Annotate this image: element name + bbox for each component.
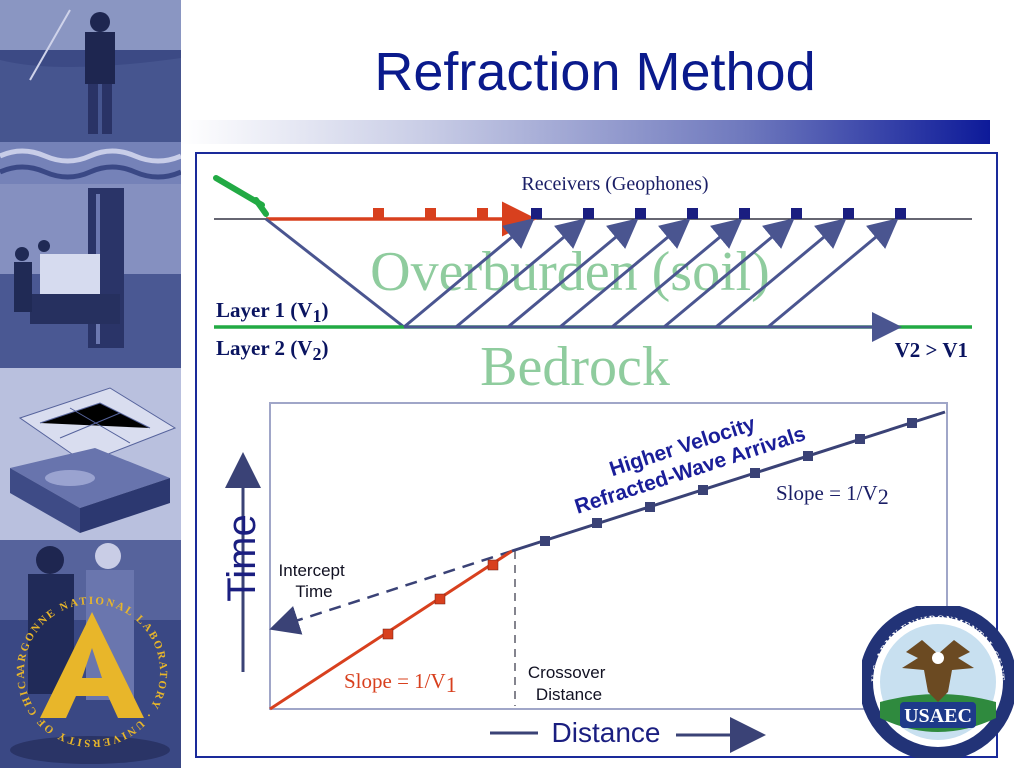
geophone-red <box>425 208 436 219</box>
travel-time-graph-box <box>269 402 948 710</box>
drill-rig-photo <box>0 184 181 368</box>
layer2-label: Layer 2 (V2) <box>216 336 328 364</box>
usaec-badge-text: USAEC <box>904 705 972 727</box>
slope-v1-label: Slope = 1/V1 <box>344 669 457 697</box>
refracted-up-rays <box>403 218 899 329</box>
intercept-extrapolation-line <box>269 549 513 635</box>
layer1-label: Layer 1 (V1) <box>216 298 328 326</box>
pattern-band <box>0 142 181 184</box>
refracted-arrival-line <box>511 410 946 553</box>
3d-map-image <box>0 368 181 540</box>
geophone-blue <box>635 208 646 219</box>
overburden-label: Overburden (soil) <box>370 241 770 303</box>
geophone-blue <box>791 208 802 219</box>
geophone-blue <box>843 208 854 219</box>
geophone-red <box>373 208 384 219</box>
refracted-arrival-point <box>907 418 917 428</box>
geophone-blue <box>531 208 542 219</box>
geophone-blue <box>895 208 906 219</box>
geophone-blue <box>739 208 750 219</box>
refracted-arrival-point <box>698 485 708 495</box>
direct-arrival-points <box>382 559 499 640</box>
direct-arrival-point <box>434 593 446 605</box>
refracted-arrival-point <box>540 536 550 546</box>
usaec-logo: U.S. ARMY ENVIRONMENTAL CENTER USAEC <box>862 606 1014 758</box>
field-photo-geophysicist <box>0 0 181 142</box>
argonne-a-symbol <box>40 612 144 718</box>
slope-v2-label: Slope = 1/V2 <box>776 481 889 509</box>
left-photo-strip <box>0 0 181 768</box>
intercept-time-label: Intercept Time <box>279 561 350 601</box>
receivers-label: Receivers (Geophones) <box>521 173 708 195</box>
researchers-photo <box>0 540 181 768</box>
geophone-receivers <box>373 208 906 219</box>
bedrock-label: Bedrock <box>480 336 670 398</box>
refracted-arrival-points <box>540 418 917 546</box>
title-gradient-bar <box>181 120 990 144</box>
geophone-blue <box>583 208 594 219</box>
eagle-icon <box>902 640 974 702</box>
page-title: Refraction Method <box>374 42 816 102</box>
direct-arrival-point <box>487 559 499 571</box>
direct-arrival-point <box>382 628 394 640</box>
refracted-arrival-point <box>645 502 655 512</box>
argonne-logo: ARGONNE NATIONAL LABORATORY · UNIVERSITY… <box>6 586 167 749</box>
geophone-red <box>477 208 488 219</box>
time-axis-label: Time <box>220 514 264 601</box>
incident-ray <box>265 217 405 329</box>
refracted-arrival-point <box>750 468 760 478</box>
velocity-comparison-label: V2 > V1 <box>895 338 968 362</box>
distance-axis-label: Distance <box>552 717 661 748</box>
refracted-arrival-point <box>803 451 813 461</box>
refracted-arrival-point <box>855 434 865 444</box>
geophone-blue <box>687 208 698 219</box>
refracted-arrival-point <box>592 518 602 528</box>
crossover-distance-label: Crossover Distance <box>528 663 610 704</box>
